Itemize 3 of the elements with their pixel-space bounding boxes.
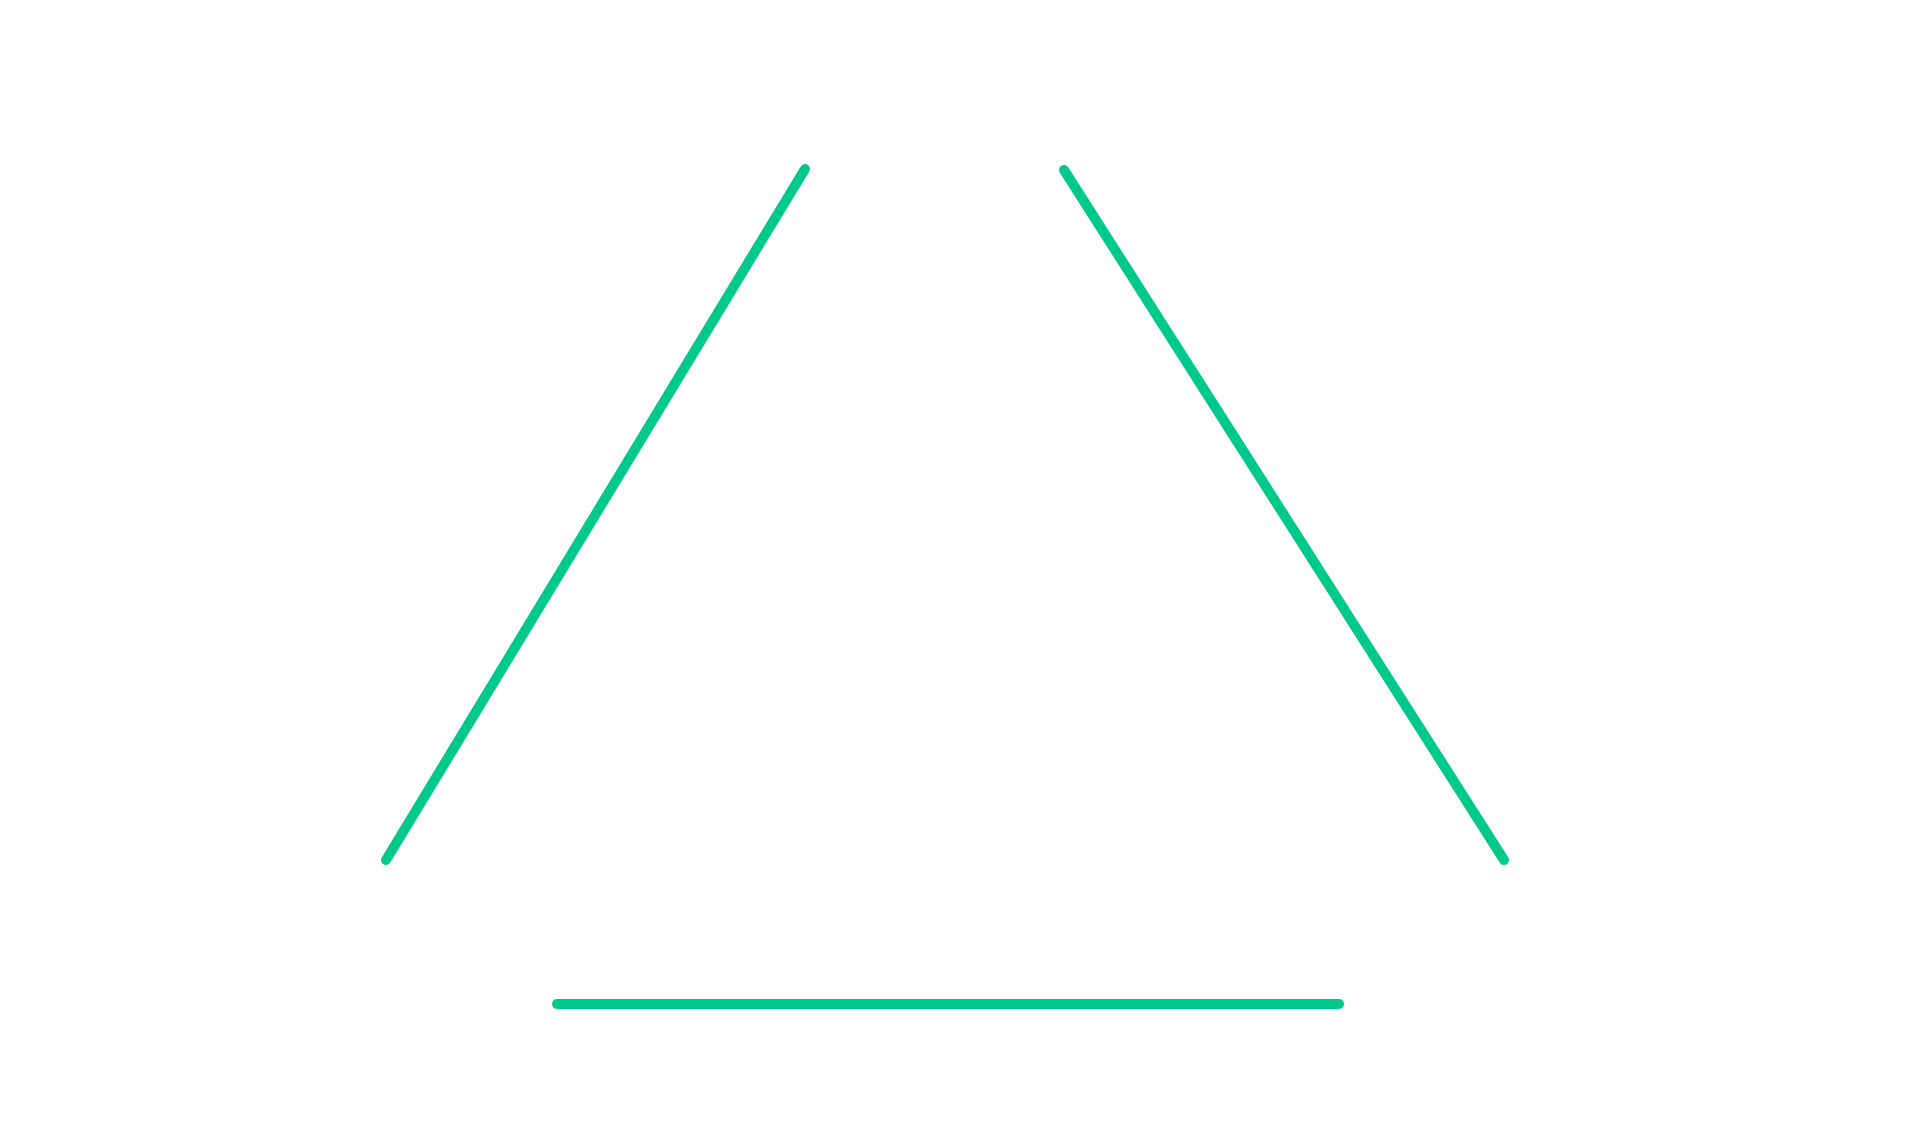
line [552, 999, 1344, 1009]
line [1059, 165, 1509, 865]
line [381, 164, 810, 865]
